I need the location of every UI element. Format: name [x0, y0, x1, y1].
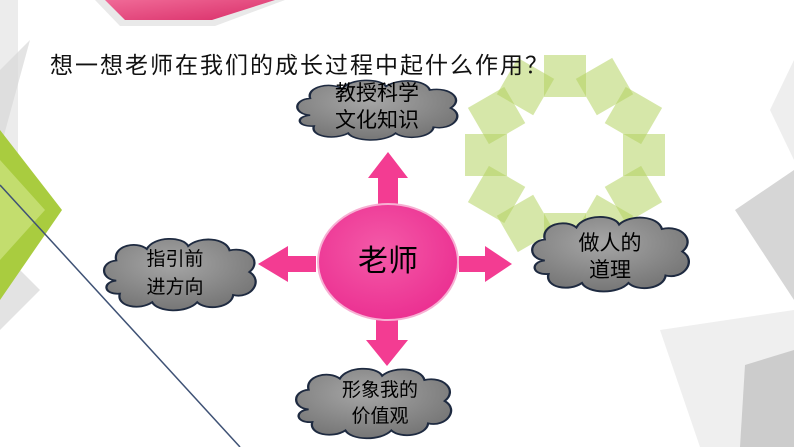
- node-bottom-line-1: 形象我的: [341, 379, 418, 401]
- node-top-line-2: 文化知识: [335, 108, 419, 132]
- node-right-text: 做人的 道理: [560, 230, 660, 284]
- arrow-up: [368, 152, 408, 204]
- node-right-line-1: 做人的: [578, 231, 642, 255]
- right-gray-shards-decoration: [660, 60, 794, 447]
- node-bottom-line-2: 价值观: [351, 405, 409, 427]
- arrow-right: [459, 246, 512, 282]
- top-pink-banner-decoration: [95, 0, 285, 26]
- center-circle: [317, 203, 459, 321]
- center-label: 老师: [348, 244, 428, 280]
- node-left-line-2: 进方向: [146, 276, 204, 298]
- node-bottom-text: 形象我的 价值观: [320, 377, 440, 429]
- diagonal-line-decoration: [0, 184, 241, 447]
- arrow-left: [258, 246, 316, 282]
- node-right-line-2: 道理: [589, 258, 631, 282]
- node-left-text: 指引前 进方向: [125, 245, 225, 301]
- question-heading: 想一想老师在我们的成长过程中起什么作用？: [50, 53, 550, 79]
- node-left-line-1: 指引前: [146, 248, 204, 270]
- node-top-text: 教授科学 文化知识: [312, 80, 442, 134]
- center-label-text: 老师: [358, 244, 418, 279]
- node-top-line-1: 教授科学: [335, 81, 419, 105]
- arrow-down: [366, 316, 408, 366]
